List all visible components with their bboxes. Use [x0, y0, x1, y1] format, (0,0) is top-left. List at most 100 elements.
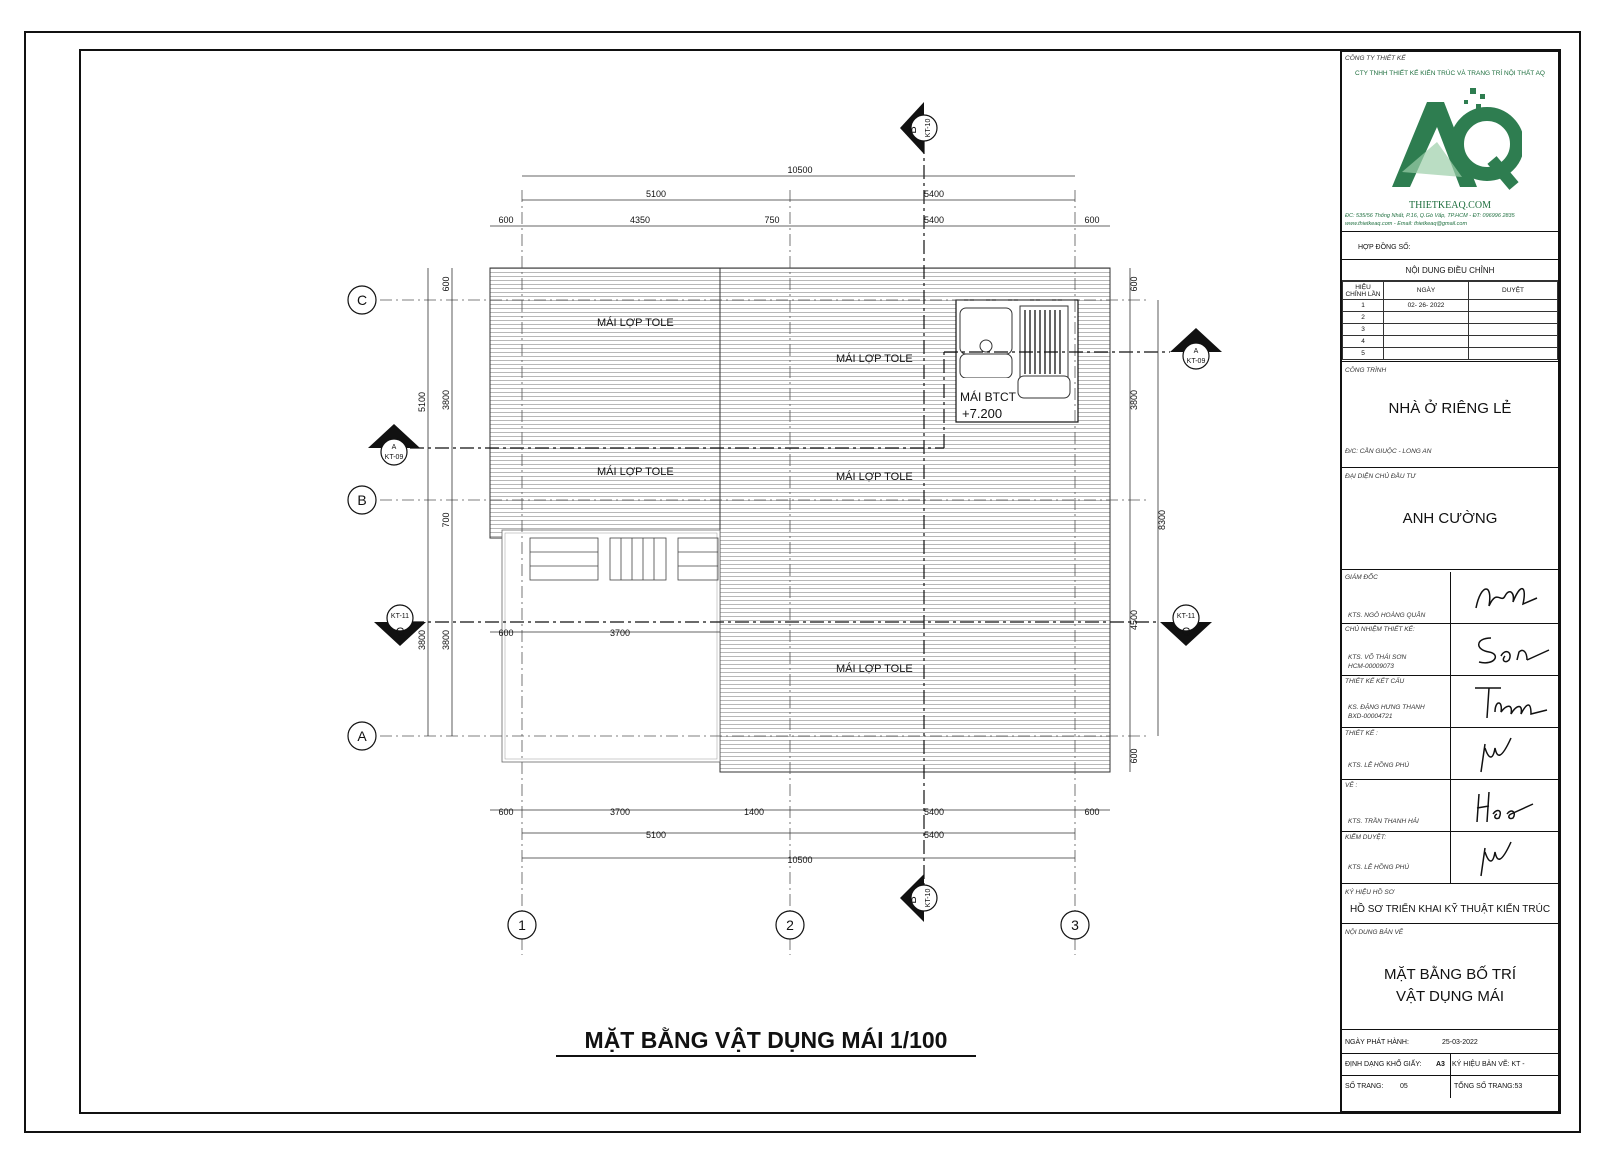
dim-left-outer: 3800 — [417, 630, 427, 650]
outer-border — [24, 31, 1581, 1133]
drawing-title: MẶT BẰNG VẬT DỤNG MÁI 1/100 — [585, 1026, 948, 1053]
inner-border — [79, 49, 1561, 1114]
company-website: THIETKEAQ.COM — [1409, 200, 1491, 211]
section-a-sheet: KT-09 — [385, 454, 404, 461]
section-c-sheet: KT-11 — [1177, 613, 1195, 620]
section-b-letter: B — [907, 896, 919, 903]
grid-bubble-col: 3 — [1071, 917, 1079, 933]
section-lines — [410, 140, 1170, 890]
roof-plan — [489, 267, 1111, 773]
page-row: SỐ TRANG: 05 TỔNG SỐ TRANG:53 — [1342, 1076, 1558, 1098]
signer-name: KTS. LÊ HỒNG PHÚ — [1348, 762, 1410, 769]
signer-row: THIẾT KẾ : KTS. LÊ HỒNG PHÚ — [1342, 728, 1558, 780]
contract-section: HỢP ĐỒNG SỐ: — [1342, 234, 1558, 260]
issue-date: 25-03-2022 — [1442, 1039, 1478, 1046]
section-c-sheet: KT-11 — [391, 613, 409, 620]
dim-top-part: 600 — [1084, 215, 1099, 225]
dim-top-part: 600 — [498, 215, 513, 225]
content-label: NỘI DUNG BẢN VẼ — [1345, 929, 1404, 936]
signer-role: VẼ : — [1345, 782, 1358, 789]
signer-role: CHỦ NHIỆM THIẾT KẾ: — [1345, 626, 1415, 633]
file-code-section: KÝ HIỆU HỒ SƠ HỒ SƠ TRIỂN KHAI KỸ THUẬT … — [1342, 886, 1558, 924]
section-b-letter: B — [907, 126, 919, 133]
rev-row-number: 1 — [1342, 299, 1384, 312]
content-line2: VẬT DỤNG MÁI — [1395, 988, 1505, 1005]
signer-row: CHỦ NHIỆM THIẾT KẾ: KTS. VÕ THÁI SƠN HCM… — [1342, 624, 1558, 676]
dim-left-inner: 600 — [441, 276, 451, 291]
dim-bottom-part: 1400 — [744, 807, 764, 817]
issue-label: NGÀY PHÁT HÀNH: — [1345, 1039, 1409, 1046]
dim-right-outer: 8300 — [1157, 510, 1167, 530]
signer-name: KTS. TRẦN THANH HẢI — [1348, 818, 1419, 825]
dim-top-part: 750 — [764, 215, 779, 225]
grid-bubble-row: A — [357, 728, 367, 744]
company-name: CTY TNHH THIẾT KẾ KIẾN TRÚC VÀ TRANG TRÍ… — [1355, 70, 1545, 77]
section-b-sheet: KT-10 — [925, 119, 932, 138]
dim-bottom-mid: 5400 — [924, 830, 944, 840]
grid-bubble-row: B — [357, 492, 366, 508]
revision-title: NỘI DUNG ĐIỀU CHỈNH — [1342, 262, 1558, 281]
signer-name: KTS. LÊ HỒNG PHÚ — [1348, 864, 1410, 871]
dim-right-inner: 4500 — [1129, 610, 1139, 630]
btct-level: +7.200 — [962, 406, 1002, 421]
dimension-lines — [427, 175, 1159, 859]
btct-label: MÁI BTCT — [960, 389, 1017, 404]
rev-row-number: 2 — [1342, 311, 1384, 324]
rev-row-number: 3 — [1342, 323, 1384, 336]
signature-section: GIÁM ĐỐC KTS. NGÔ HOÀNG QUÂN CHỦ NHIỆM T… — [1342, 572, 1558, 884]
revision-section: NỘI DUNG ĐIỀU CHỈNH HIỆU CHỈNH LẦN NGÀY … — [1342, 262, 1558, 362]
section-a-letter: A — [1194, 348, 1199, 355]
dim-right-inner: 3800 — [1129, 390, 1139, 410]
grid-bubble-col: 2 — [786, 917, 794, 933]
signature — [1450, 572, 1558, 623]
section-c-letter: C — [396, 625, 405, 639]
signer-name: KTS. VÕ THÁI SƠN — [1348, 654, 1407, 661]
dim-left-inner: 3800 — [441, 630, 451, 650]
dim-bottom-mid: 5100 — [646, 830, 666, 840]
project-address: Đ/C: CẦN GIUỘC - LONG AN — [1345, 448, 1432, 455]
company-label: CÔNG TY THIẾT KẾ — [1345, 55, 1406, 62]
dim-inner: 600 — [498, 628, 513, 638]
project-name: NHÀ Ở RIÊNG LẺ — [1388, 400, 1512, 417]
signer-row: GIÁM ĐỐC KTS. NGÔ HOÀNG QUÂN — [1342, 572, 1558, 624]
signer-row: KIỂM DUYỆT: KTS. LÊ HỒNG PHÚ — [1342, 832, 1558, 884]
dim-left-inner: 3800 — [441, 390, 451, 410]
dim-top-part: 5400 — [924, 215, 944, 225]
grid-bubbles: C B A 1 2 3 — [347, 285, 1090, 940]
signature — [1450, 624, 1558, 675]
total-pages: TỔNG SỐ TRANG:53 — [1454, 1083, 1523, 1090]
content-section: NỘI DUNG BẢN VẼ MẶT BẰNG BỐ TRÍ VẬT DỤNG… — [1342, 926, 1558, 1030]
signer-role: THIẾT KẾ : — [1345, 730, 1378, 737]
dim-left-outer: 5100 — [417, 392, 427, 412]
grid-lines — [380, 190, 1150, 955]
owner-name: ANH CƯỜNG — [1402, 510, 1498, 527]
dimensions-sides: 5100 3800 600 3800 700 3800 600 3800 450… — [417, 276, 1167, 763]
company-address: ĐC: 535/56 Thống Nhất, P.16, Q.Gò Vấp, T… — [1345, 213, 1515, 219]
dim-top-total: 10500 — [787, 165, 812, 175]
project-section: CÔNG TRÌNH NHÀ Ở RIÊNG LẺ Đ/C: CẦN GIUỘC… — [1342, 364, 1558, 468]
dim-top-part: 4350 — [630, 215, 650, 225]
signer-license: HCM-00009073 — [1348, 663, 1394, 670]
project-label: CÔNG TRÌNH — [1345, 367, 1387, 374]
signer-role: KIỂM DUYỆT: — [1345, 834, 1387, 841]
dim-inner: 3700 — [610, 628, 630, 638]
owner-label: ĐẠI DIỆN CHỦ ĐẦU TƯ — [1345, 473, 1416, 480]
section-a-sheet: KT-09 — [1187, 358, 1206, 365]
dim-right-inner: 600 — [1129, 276, 1139, 291]
page-label: SỐ TRANG: — [1345, 1083, 1384, 1090]
signature — [1450, 676, 1558, 727]
dim-bottom-part: 600 — [1084, 807, 1099, 817]
file-code-label: KÝ HIỆU HỒ SƠ — [1345, 889, 1394, 896]
signer-name: KS. ĐẶNG HƯNG THANH — [1348, 704, 1425, 711]
dim-bottom-part: 600 — [498, 807, 513, 817]
dim-bottom-part: 5400 — [924, 807, 944, 817]
section-c-letter: C — [1182, 625, 1191, 639]
format-value: A3 — [1436, 1061, 1445, 1068]
roof-label: MÁI LỢP TOLE — [836, 470, 913, 483]
dim-bottom-total: 10500 — [787, 855, 812, 865]
signer-row: VẼ : KTS. TRẦN THANH HẢI — [1342, 780, 1558, 832]
section-markers: B KT-10 B KT-10 A KT-09 A KT-09 KT-11 C … — [368, 102, 1222, 922]
format-label: ĐỊNH DẠNG KHỔ GIẤY: — [1345, 1061, 1422, 1068]
owner-section: ĐẠI DIỆN CHỦ ĐẦU TƯ ANH CƯỜNG — [1342, 470, 1558, 570]
